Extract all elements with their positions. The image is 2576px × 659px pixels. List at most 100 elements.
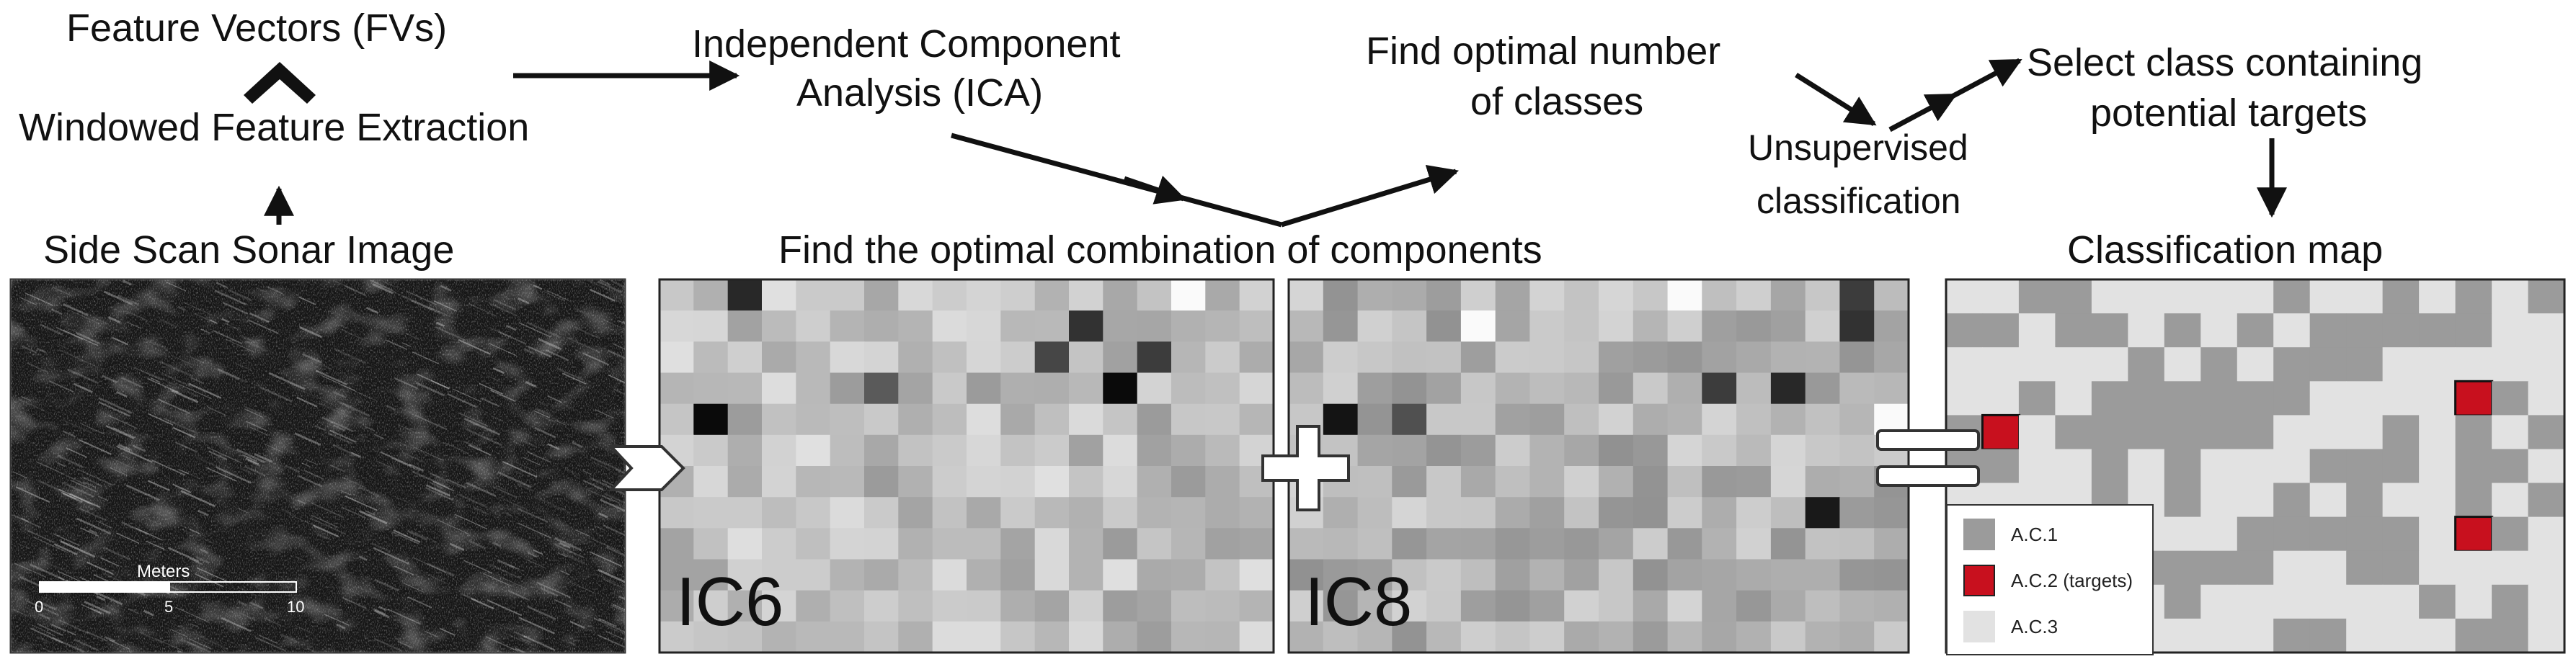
grid-cell	[1357, 497, 1393, 529]
grid-cell	[1667, 341, 1702, 374]
sonar-streak	[493, 298, 516, 310]
grid-cell	[1460, 403, 1496, 436]
sonar-streak	[298, 475, 323, 488]
sonar-streak	[412, 351, 439, 364]
grid-cell	[1702, 528, 1737, 560]
grid-cell	[1069, 528, 1103, 560]
grid-cell	[1103, 621, 1138, 653]
sonar-streak	[370, 279, 394, 292]
sonar-streak	[489, 343, 517, 357]
sonar-streak	[492, 367, 505, 375]
grid-cell	[1357, 466, 1393, 498]
sonar-streak	[208, 450, 228, 461]
grid-cell	[1239, 341, 1274, 374]
scale-tick-10: 10	[287, 598, 305, 616]
grid-cell	[1495, 341, 1531, 374]
sonar-streak	[508, 564, 520, 570]
class-cell	[2200, 516, 2238, 552]
grid-cell	[1599, 372, 1634, 405]
sonar-streak	[559, 542, 571, 549]
grid-cell	[1205, 590, 1240, 622]
sonar-streak	[206, 467, 237, 482]
sonar-streak	[534, 426, 556, 439]
sonar-streak	[179, 469, 190, 475]
sonar-streak	[412, 470, 448, 488]
grid-cell	[1103, 434, 1138, 467]
grid-cell	[1599, 434, 1634, 467]
grid-cell	[1392, 621, 1427, 653]
sonar-streak	[350, 452, 361, 457]
grid-cell	[1702, 372, 1737, 405]
grid-cell	[1460, 497, 1496, 529]
sonar-streak	[146, 540, 165, 550]
sonar-streak	[172, 426, 196, 439]
grid-cell	[1460, 279, 1496, 311]
grid-cell	[1137, 372, 1172, 405]
windowed-extraction-label: Windowed Feature Extraction	[19, 106, 530, 149]
grid-cell	[1289, 590, 1324, 622]
sonar-streak	[199, 548, 209, 555]
grid-cell	[1426, 559, 1462, 591]
sonar-streak	[523, 348, 535, 355]
sonar-streak	[425, 487, 454, 501]
sonar-streak	[97, 521, 112, 529]
sonar-streak	[342, 385, 377, 402]
class-cell	[2382, 415, 2420, 450]
sonar-streak	[376, 283, 408, 299]
grid-cell	[659, 279, 694, 311]
grid-cell	[762, 528, 796, 560]
grid-cell	[1323, 497, 1359, 529]
sonar-streak	[594, 557, 618, 569]
grid-cell	[1239, 372, 1274, 405]
grid-cell	[967, 341, 1001, 374]
sonar-streak	[458, 493, 487, 508]
grid-cell	[1736, 528, 1772, 560]
sonar-streak	[117, 444, 131, 452]
sonar-streak	[297, 499, 306, 505]
grid-cell	[1103, 341, 1138, 374]
class-cell	[2164, 550, 2201, 586]
class-cell	[2346, 483, 2384, 518]
sonar-streak	[27, 529, 54, 543]
sonar-streak	[66, 368, 99, 385]
sonar-streak	[485, 636, 518, 652]
sonar-streak	[525, 381, 537, 388]
sonar-streak	[225, 339, 254, 353]
class-cell	[2200, 483, 2238, 518]
grid-cell	[830, 403, 865, 436]
sonar-streak	[365, 510, 376, 516]
sonar-streak	[245, 421, 268, 432]
grid-cell	[1702, 341, 1737, 374]
sonar-streak	[117, 294, 139, 306]
class-cell	[1982, 449, 2020, 484]
scale-tick-0: 0	[35, 598, 44, 616]
sonar-streak	[101, 375, 117, 384]
sonar-streak	[258, 634, 278, 644]
target-cell	[1981, 413, 2021, 451]
grid-cell	[1239, 590, 1274, 622]
sonar-streak	[518, 617, 555, 635]
sonar-streak	[159, 318, 178, 328]
class-cell	[2492, 381, 2529, 416]
sonar-streak	[121, 521, 149, 535]
sonar-streak	[150, 377, 161, 383]
sonar-streak	[237, 508, 249, 514]
sonar-streak	[434, 300, 458, 312]
grid-cell	[967, 497, 1001, 529]
sonar-streak	[221, 617, 252, 632]
sonar-streak	[112, 336, 128, 346]
sonar-streak	[339, 324, 347, 329]
scale-bar	[39, 581, 297, 593]
grid-cell	[1770, 559, 1806, 591]
sonar-streak	[592, 461, 611, 470]
sonar-streak	[62, 492, 83, 503]
sonar-streak	[163, 417, 198, 434]
sonar-streak	[73, 382, 93, 393]
sonar-streak	[345, 496, 378, 511]
sonar-streak	[425, 573, 450, 586]
grid-cell	[1103, 310, 1138, 342]
sonar-streak	[38, 480, 64, 493]
class-cell	[2055, 279, 2092, 314]
sonar-streak	[517, 483, 535, 493]
sonar-streak	[447, 393, 477, 408]
